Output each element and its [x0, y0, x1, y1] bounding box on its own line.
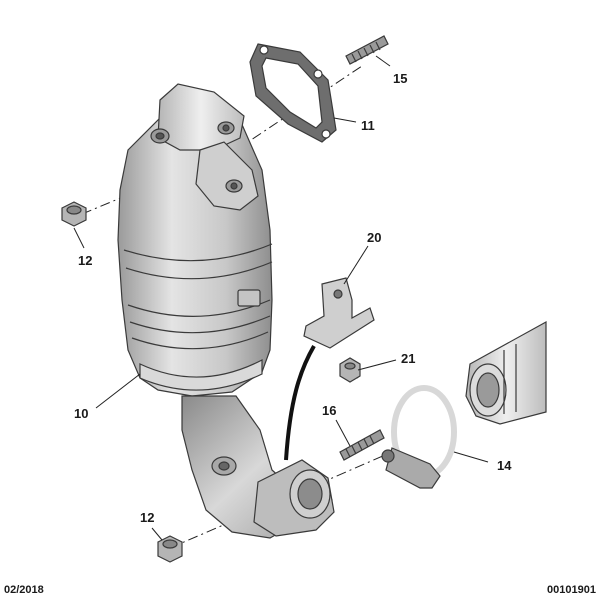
- callout-20: 20: [367, 230, 381, 245]
- leader-lines: [73, 55, 489, 541]
- callout-labels: 15 11 12 20 21 10 16 14 12: [74, 71, 512, 525]
- footer-reference: 00101901: [547, 584, 596, 596]
- callout-11: 11: [361, 118, 375, 133]
- clamp: [381, 385, 457, 489]
- callout-21: 21: [401, 351, 415, 366]
- nut-upper: [61, 201, 87, 227]
- callout-16: 16: [322, 403, 336, 418]
- bracket: [284, 277, 375, 461]
- catalytic-converter: [117, 83, 273, 397]
- callout-12-lower: 12: [140, 510, 154, 525]
- footer-date: 02/2018: [4, 584, 44, 596]
- callout-10: 10: [74, 406, 88, 421]
- callout-14: 14: [497, 458, 512, 473]
- down-pipe: [181, 395, 335, 539]
- nut-lower: [157, 535, 183, 563]
- stud-top: [345, 35, 389, 65]
- callout-15: 15: [393, 71, 407, 86]
- nut-21: [339, 357, 361, 383]
- callout-12-upper: 12: [78, 253, 92, 268]
- stud-lower: [339, 429, 385, 461]
- gasket: [249, 43, 337, 143]
- rear-pipe: [465, 320, 547, 425]
